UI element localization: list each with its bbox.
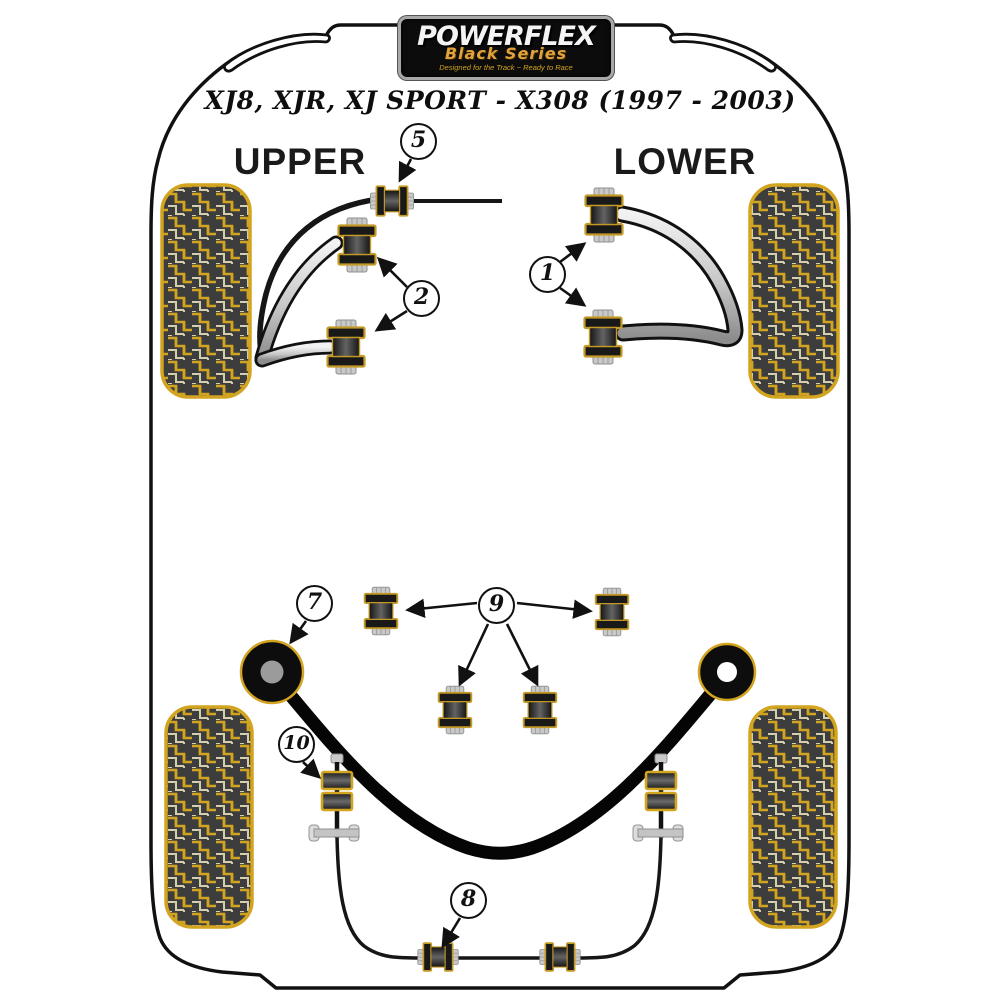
callout-arrows — [289, 158, 593, 949]
arrow-2a — [376, 256, 408, 288]
callout-8: 8 — [450, 882, 487, 919]
tire-front-right — [748, 183, 840, 399]
arrow-5 — [398, 158, 417, 183]
headlight-right — [669, 32, 777, 73]
bushing-9b — [594, 587, 630, 637]
arrow-1b — [559, 286, 587, 307]
label-upper: UPPER — [233, 141, 367, 182]
bushing-9c — [437, 685, 473, 735]
drop-link-right — [632, 753, 684, 842]
rear-lower-bar — [335, 835, 663, 960]
arrow-8 — [441, 917, 462, 949]
callout-10: 10 — [278, 726, 315, 763]
arrow-1a — [559, 242, 587, 264]
anti-roll-bar — [279, 683, 721, 860]
powerflex-logo: POWERFLEX Black Series Designed for the … — [398, 16, 614, 80]
front-upper-arm-assembly — [254, 185, 502, 376]
callout-5: 5 — [400, 123, 437, 160]
bushing-10d — [644, 791, 678, 812]
arrow-7 — [289, 620, 309, 645]
front-lower-arm-assembly — [583, 186, 744, 366]
bushing-8a — [416, 942, 460, 972]
tire-rear-right — [748, 705, 838, 929]
headlight-left — [223, 32, 331, 73]
callout-9: 9 — [478, 587, 515, 624]
callout-2: 2 — [403, 280, 440, 317]
logo-brand: POWERFLEX — [417, 20, 596, 52]
arrow-9a — [405, 598, 478, 619]
label-lower: LOWER — [613, 141, 757, 182]
bushing-2b — [326, 318, 366, 376]
drop-link-left — [308, 753, 360, 842]
arrow-10 — [300, 758, 322, 780]
bushing-9a — [363, 586, 399, 636]
bushing-10c — [644, 770, 678, 791]
arrow-9c — [458, 623, 490, 687]
bushing-8b — [538, 942, 582, 972]
bushing-1b — [583, 308, 623, 366]
bushing-5 — [369, 185, 415, 217]
rear-hub-left — [239, 639, 305, 705]
bushing-9d — [522, 685, 558, 735]
arrow-9b — [516, 599, 593, 619]
rear-hub-right — [697, 642, 757, 702]
bushing-10a — [320, 770, 354, 791]
tire-front-left — [160, 183, 252, 399]
bushing-10b — [320, 791, 354, 812]
tire-rear-left — [164, 705, 254, 929]
bushing-2a — [337, 216, 377, 274]
arrow-9d — [505, 623, 539, 687]
callout-1: 1 — [529, 256, 566, 293]
logo-series: Black Series — [444, 43, 568, 63]
bushing-1a — [584, 186, 624, 244]
diagram-title: XJ8, XJR, XJ SPORT - X308 (1997 - 2003) — [204, 86, 796, 115]
arrow-2b — [374, 309, 408, 332]
callout-7: 7 — [296, 585, 333, 622]
logo-tagline: Designed for the Track ~ Ready to Race — [439, 62, 573, 72]
